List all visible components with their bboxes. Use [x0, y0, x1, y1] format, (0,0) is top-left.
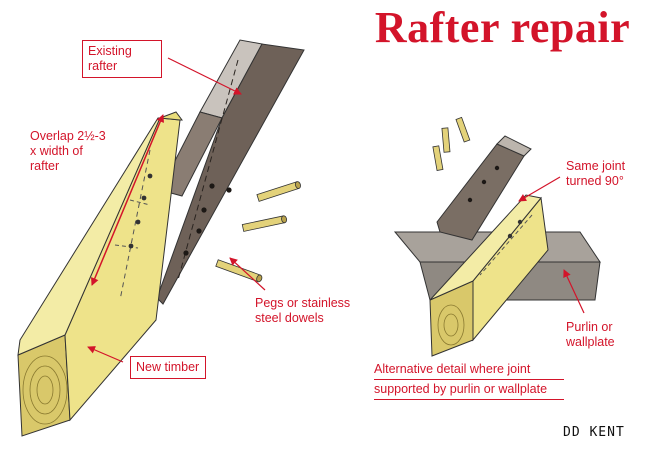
- existing-rafter: [156, 39, 310, 306]
- new-timber-leader: [87, 346, 124, 363]
- existing-rafter-label: Existing rafter: [82, 40, 162, 78]
- alternative-detail-line1: Alternative detail where joint: [374, 362, 564, 380]
- purlin-leader: [563, 269, 585, 314]
- alternative-detail-line2: supported by purlin or wallplate: [374, 380, 564, 400]
- artist-signature: DD KENT: [563, 425, 625, 440]
- same-joint-label: Same joint turned 90°: [566, 159, 626, 188]
- purlin-label: Purlin or wallplate: [566, 320, 615, 349]
- existing-rafter-leader: [167, 57, 242, 95]
- dowels: [215, 181, 301, 283]
- pegs-label: Pegs or stainless steel dowels: [255, 296, 351, 325]
- same-joint-leader: [518, 176, 561, 202]
- small-dowels: [432, 116, 471, 171]
- end-grain: [22, 355, 68, 425]
- rafter-section: [436, 135, 532, 241]
- new-timber-label: New timber: [130, 356, 206, 379]
- alternative-detail-label: Alternative detail where joint supported…: [374, 362, 564, 400]
- page-title: Rafter repair: [374, 3, 631, 52]
- new-timber-alt: [429, 194, 549, 357]
- pegs-leader: [229, 257, 266, 291]
- overlap-arrow: [91, 114, 164, 286]
- overlap-label: Overlap 2½-3 x width of rafter: [30, 129, 106, 173]
